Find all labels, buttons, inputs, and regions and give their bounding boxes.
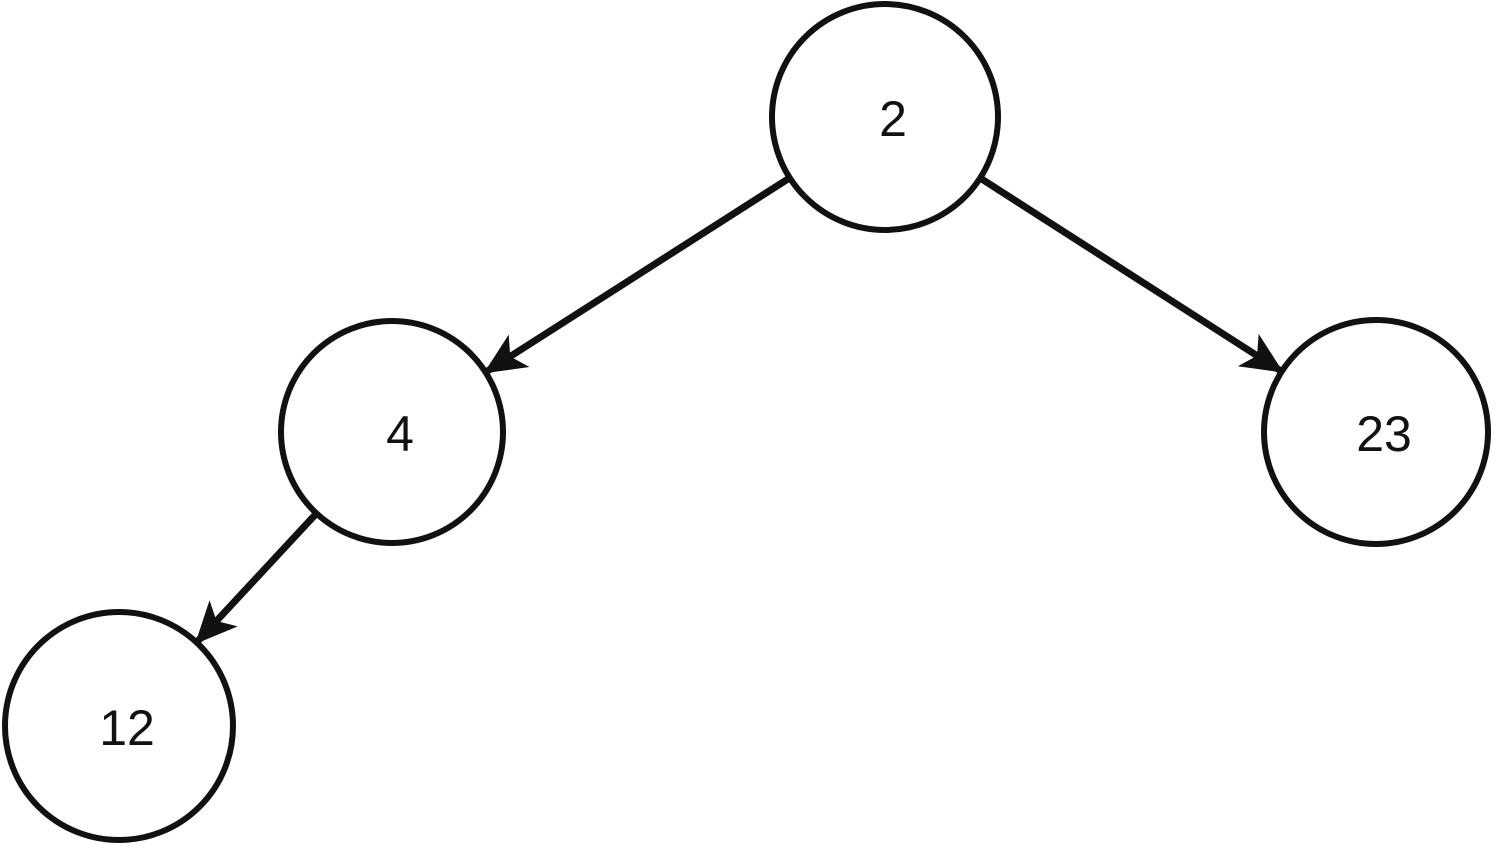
node-label-2: 2 (879, 91, 907, 147)
edge-4-to-12[interactable] (195, 510, 320, 645)
edge-2-to-4[interactable] (483, 174, 793, 375)
node-circle-12[interactable] (2, 609, 236, 843)
tree-node-12[interactable]: 12 (2, 609, 236, 843)
node-label-12: 12 (99, 700, 155, 756)
node-circle-4[interactable] (278, 318, 506, 546)
tree-node-4[interactable]: 4 (278, 318, 506, 546)
node-circle-2[interactable] (769, 1, 1001, 233)
tree-node-2[interactable]: 2 (769, 1, 1001, 233)
node-label-23: 23 (1356, 406, 1412, 462)
tree-node-23[interactable]: 23 (1261, 317, 1491, 547)
node-label-4: 4 (386, 406, 414, 462)
edge-2-to-23[interactable] (977, 174, 1284, 374)
node-circle-23[interactable] (1261, 317, 1491, 547)
edge-group (195, 174, 1284, 645)
